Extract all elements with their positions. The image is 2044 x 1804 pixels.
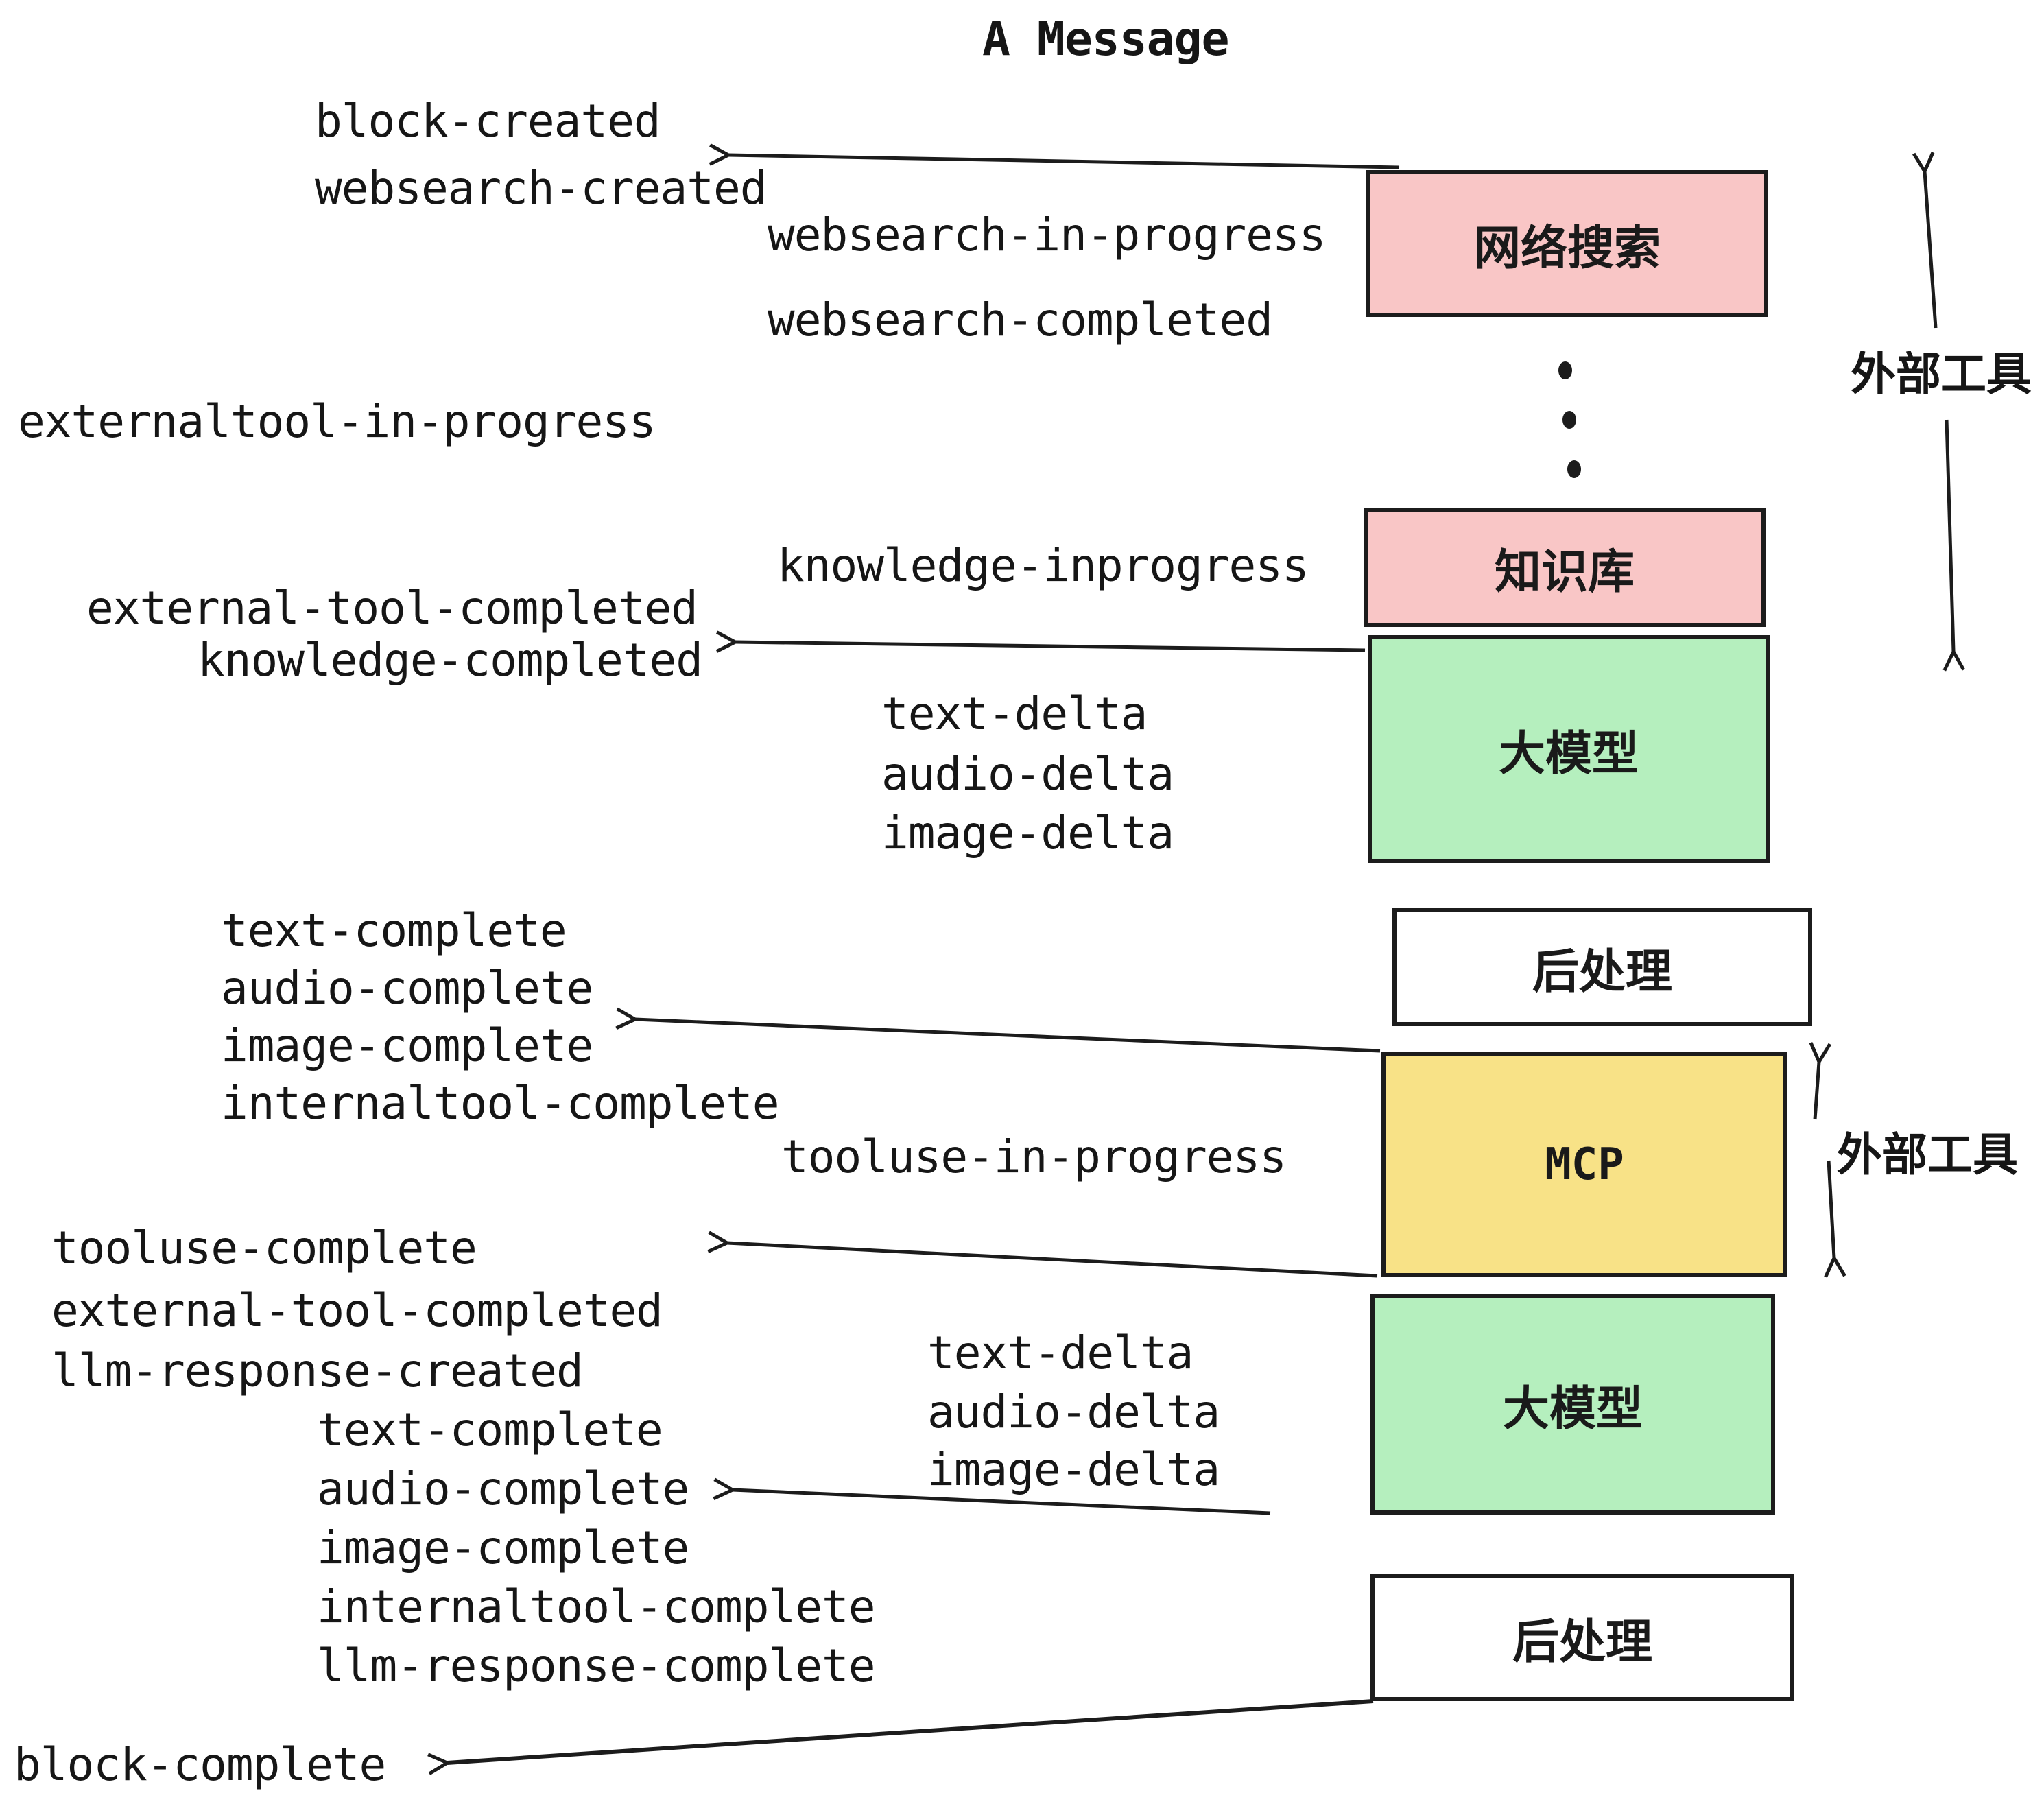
- event-label-image-complete-1: image-complete: [221, 1019, 593, 1072]
- event-label-websearch-in-progress: websearch-in-progress: [768, 209, 1326, 261]
- box-knowledge-label: 知识库: [1494, 545, 1635, 600]
- box-postprocess-2-label: 后处理: [1512, 1615, 1652, 1670]
- event-label-llm-response-created: llm-response-created: [51, 1344, 584, 1397]
- box-llm-2: 大模型: [1370, 1294, 1775, 1515]
- box-postprocess-1-label: 后处理: [1532, 945, 1672, 999]
- event-label-text-complete-1: text-complete: [221, 904, 567, 957]
- external-tools-down-arrow-mcp: [1829, 1160, 1834, 1258]
- external-tools-down-arrow-top: [1947, 419, 1953, 652]
- arrow-knowledge-completed: [735, 642, 1366, 650]
- event-label-image-delta-2: image-delta: [927, 1443, 1220, 1496]
- event-label-text-delta-1: text-delta: [881, 687, 1148, 740]
- arrow-block-complete: [447, 1699, 1374, 1763]
- event-label-text-complete-2: text-complete: [317, 1403, 663, 1456]
- event-label-audio-complete-2: audio-complete: [317, 1462, 689, 1515]
- event-label-knowledge-completed: knowledge-completed: [198, 634, 703, 687]
- event-label-external-tool-completed-2: external-tool-completed: [51, 1284, 663, 1337]
- event-label-websearch-created: websearch-created: [315, 162, 768, 215]
- box-llm-1: 大模型: [1368, 635, 1770, 863]
- event-label-externaltool-in-progress: externaltool-in-progress: [18, 395, 656, 448]
- event-label-internaltool-complete-1: internaltool-complete: [221, 1077, 779, 1130]
- arrow-image-complete: [635, 1019, 1381, 1053]
- event-label-block-complete: block-complete: [14, 1738, 386, 1791]
- box-mcp-label: MCP: [1545, 1139, 1624, 1190]
- box-mcp: MCP: [1381, 1052, 1787, 1277]
- event-label-tooluse-complete: tooluse-complete: [51, 1222, 477, 1274]
- event-label-text-delta-2: text-delta: [927, 1327, 1193, 1379]
- event-label-image-complete-2: image-complete: [317, 1521, 689, 1574]
- event-label-knowledge-inprogress: knowledge-inprogress: [777, 539, 1309, 592]
- event-label-websearch-completed: websearch-completed: [768, 294, 1273, 346]
- box-websearch-label: 网络搜索: [1473, 221, 1661, 276]
- box-websearch: 网络搜索: [1366, 170, 1768, 317]
- event-label-internaltool-complete-2: internaltool-complete: [317, 1580, 875, 1633]
- arrow-websearch-created: [728, 155, 1400, 169]
- event-label-llm-response-complete: llm-response-complete: [317, 1639, 875, 1692]
- diagram-title: A Message: [982, 12, 1229, 67]
- event-label-block-created: block-created: [315, 95, 661, 147]
- external-tools-up-arrow-mcp: [1815, 1062, 1819, 1120]
- box-postprocess-1: 后处理: [1392, 908, 1812, 1026]
- box-postprocess-2: 后处理: [1370, 1574, 1794, 1701]
- event-label-external-tool-completed-1: external-tool-completed: [86, 582, 698, 634]
- ellipsis-dots: [1558, 361, 1581, 478]
- external-tools-up-arrow-top: [1925, 171, 1938, 329]
- event-label-audio-delta-1: audio-delta: [881, 748, 1174, 800]
- event-label-audio-complete-1: audio-complete: [221, 962, 593, 1014]
- box-llm-2-label: 大模型: [1502, 1381, 1643, 1436]
- event-label-tooluse-in-progress: tooluse-in-progress: [781, 1130, 1287, 1183]
- event-label-image-delta-1: image-delta: [881, 807, 1174, 859]
- event-label-audio-delta-2: audio-delta: [927, 1386, 1220, 1438]
- box-llm-1-label: 大模型: [1498, 726, 1639, 781]
- external-tools-label-top: 外部工具: [1851, 348, 2032, 401]
- box-knowledge: 知识库: [1364, 508, 1766, 627]
- arrow-tooluse-complete: [727, 1243, 1378, 1278]
- arrow-audio-complete: [733, 1490, 1271, 1515]
- external-tools-label-mcp: 外部工具: [1837, 1128, 2018, 1181]
